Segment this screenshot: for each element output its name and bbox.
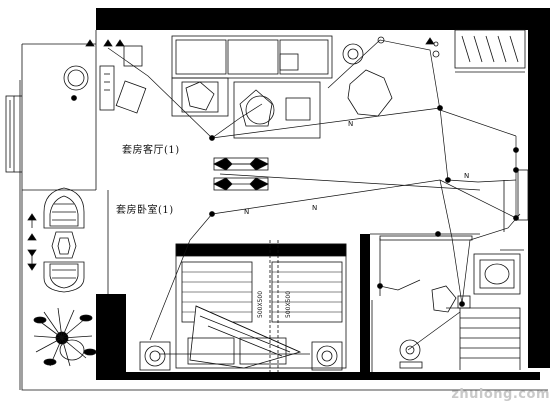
round-tables — [63, 43, 364, 91]
bedroom-guides — [269, 240, 279, 372]
corridor-lights — [213, 157, 269, 191]
lamps — [85, 36, 440, 58]
wire-mark: N — [312, 204, 317, 212]
wiring — [107, 39, 521, 355]
wardrobe-top-right — [454, 29, 526, 73]
walls — [96, 8, 550, 380]
wire-mark: N — [348, 120, 353, 128]
outer-outline — [5, 30, 548, 391]
bedroom-left-chairs — [27, 187, 85, 293]
wire-mark: N — [244, 208, 249, 216]
sofa-set — [99, 35, 393, 139]
double-bed — [175, 243, 347, 369]
plant-icon — [33, 307, 97, 367]
wiring-junctions — [71, 95, 519, 307]
partitions — [370, 169, 529, 372]
watermark: zhulong.com — [451, 387, 550, 402]
bed-dim-label: 500X500 — [285, 291, 292, 318]
wire-mark: N — [464, 172, 469, 180]
room-label-living: 套房客厅(1) — [122, 145, 180, 156]
bathroom-fixtures — [399, 253, 521, 370]
bed-dim-label: 500X500 — [257, 291, 264, 318]
nightstands — [139, 341, 343, 371]
bed-labels: 500X500 500X500 — [257, 291, 292, 318]
room-label-bedroom: 套房卧室(1) — [116, 205, 174, 216]
wire-marks: N N N N — [244, 120, 469, 216]
